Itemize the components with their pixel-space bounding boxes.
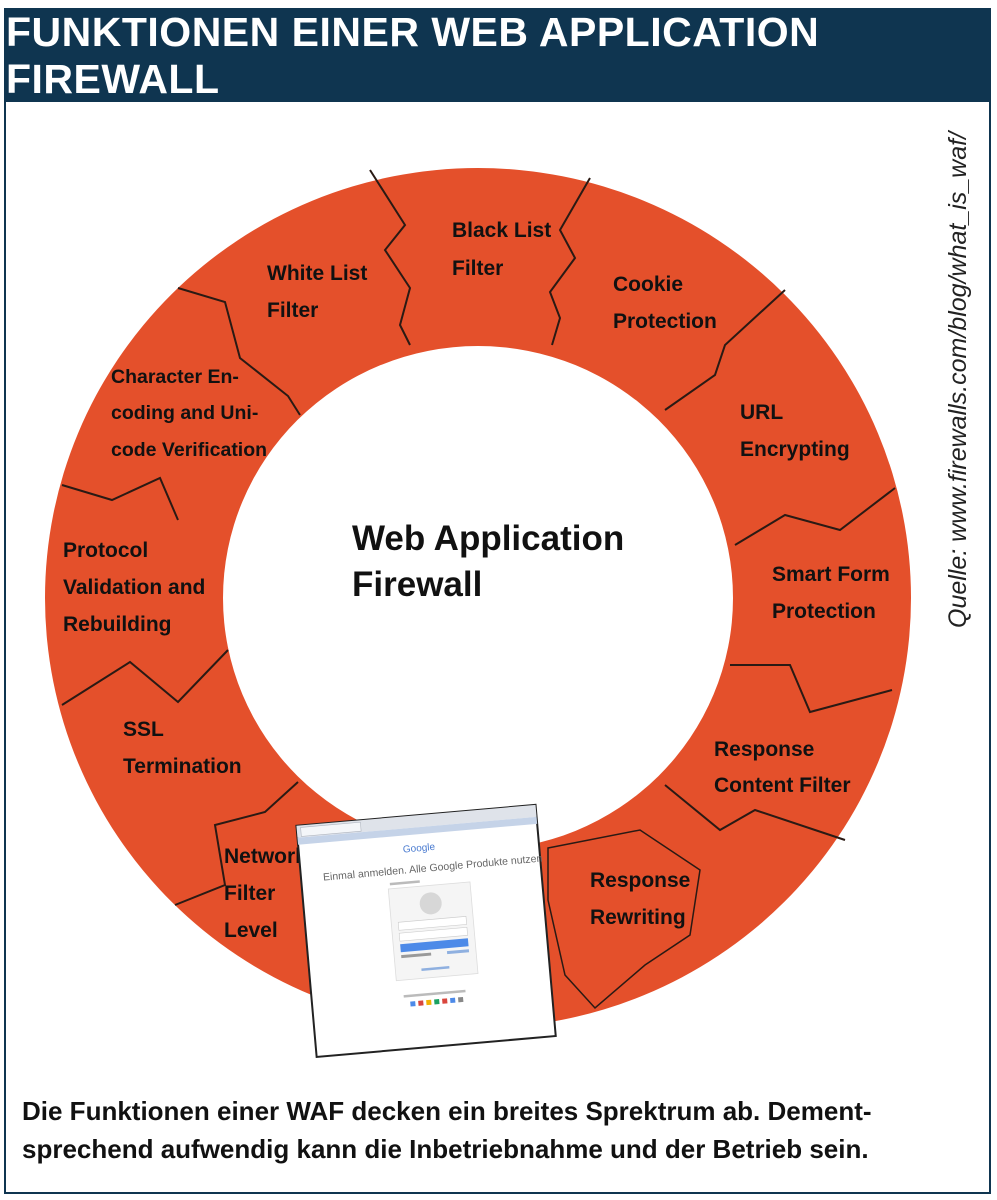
browser-tab: [300, 821, 362, 837]
segment-labels: Black List Filter Cookie Protection URL …: [63, 219, 896, 942]
source-credit: Quelle: www.firewalls.com/blog/what_is_w…: [944, 129, 972, 628]
google-logo: Google: [402, 842, 436, 856]
segment-dividers: [61, 169, 896, 906]
signin-subtext: [389, 880, 420, 886]
create-account-link: [421, 966, 450, 971]
footer-text: [403, 989, 466, 998]
email-field: [397, 916, 467, 931]
figure-caption: Die Funktionen einer WAF decken ein brei…: [22, 1092, 972, 1168]
need-help-link: [446, 949, 470, 955]
label-white-list-filter: White List Filter: [267, 262, 373, 322]
label-smart-form-protection: Smart Form Protection: [772, 563, 896, 623]
avatar: [419, 892, 442, 915]
label-ssl-termination: SSL Termination: [123, 718, 242, 778]
remember-me-checkbox: [401, 952, 432, 959]
password-field: [398, 927, 468, 942]
label-network-filter-level: Network Filter Level: [224, 845, 313, 942]
caption-line-2: sprechend aufwendig kann die Inbetriebna…: [22, 1134, 869, 1164]
browser-toolbar: [297, 816, 538, 845]
product-icons: [410, 996, 464, 1007]
browser-screenshot: Google Einmal anmelden. Alle Google Prod…: [295, 803, 557, 1059]
label-black-list-filter: Black List Filter: [452, 219, 557, 280]
label-response-content-filter: Response Content Filter: [714, 738, 851, 797]
figure-title: FUNKTIONEN EINER WEB APPLICATION FIREWAL…: [6, 9, 989, 102]
label-response-rewriting: Response Rewriting: [590, 869, 696, 929]
label-url-encrypting: URL Encrypting: [740, 401, 850, 461]
center-label: Web Application Firewall: [352, 519, 634, 604]
label-protocol-validation: Protocol Validation and Rebuilding: [63, 539, 211, 636]
label-character-encoding: Character En- coding and Uni- code Verif…: [111, 366, 267, 461]
response-rewriting-notch: [547, 829, 701, 1010]
label-cookie-protection: Cookie Protection: [613, 273, 717, 333]
signin-button: [400, 938, 469, 953]
caption-line-1: Die Funktionen einer WAF decken ein brei…: [22, 1096, 872, 1126]
